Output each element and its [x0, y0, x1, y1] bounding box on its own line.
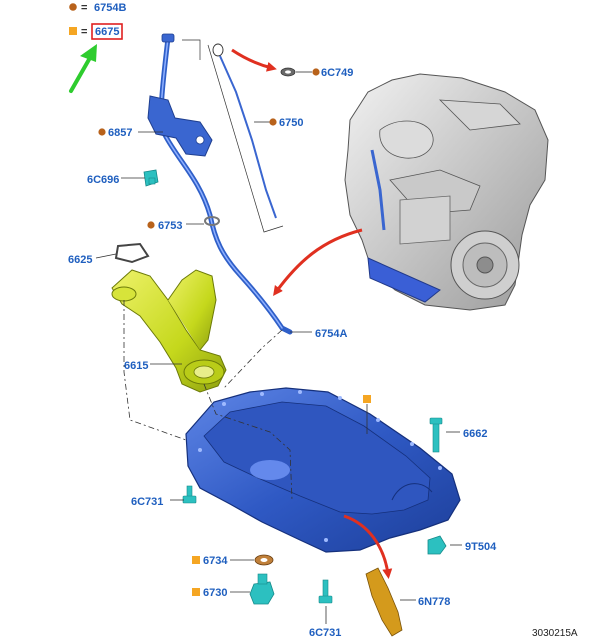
dipstick-bracket	[147, 95, 213, 157]
label-6625: 6625	[68, 254, 92, 266]
sensor-9T504	[427, 535, 447, 555]
label-6730: 6730	[203, 587, 227, 599]
brown-circle-marker-icon	[98, 128, 106, 136]
label-6662: 6662	[463, 428, 487, 440]
highlight-box	[91, 23, 123, 40]
label-6753: 6753	[158, 220, 182, 232]
label-6734: 6734	[203, 555, 228, 567]
label-6C731-left: 6C731	[131, 496, 163, 508]
bolt-6C696	[143, 169, 159, 187]
label-6857: 6857	[108, 127, 132, 139]
brown-circle-marker-icon	[269, 118, 277, 126]
red-curved-arrow-icon	[231, 48, 393, 579]
part-markers	[98, 68, 371, 596]
drain-plug-6730	[249, 573, 275, 605]
baffle-6N778	[365, 567, 403, 637]
legend-equals-2: =	[81, 26, 87, 38]
assembly-lines	[123, 300, 293, 501]
oil-pan	[185, 387, 461, 553]
engine-assembly	[344, 73, 549, 311]
label-6C731-bottom: 6C731	[309, 627, 341, 638]
bolt-6C731-bottom	[318, 579, 333, 604]
brown-circle-marker-icon	[312, 68, 320, 76]
label-6750: 6750	[279, 117, 303, 129]
leader-lines	[95, 71, 462, 624]
stud-6662	[429, 417, 443, 453]
label-6N778: 6N778	[418, 596, 450, 608]
diagram-id: 3030215A	[532, 628, 578, 638]
bolt-6C731-left	[182, 485, 197, 504]
dipstick	[182, 39, 284, 233]
gasket-6625	[114, 242, 150, 264]
orange-square-marker-icon	[192, 588, 200, 596]
label-6C696: 6C696	[87, 174, 119, 186]
seal-6C749	[280, 67, 296, 77]
brown-circle-marker-icon	[147, 221, 155, 229]
o-ring-6753	[204, 216, 220, 226]
part-labels: 6C749 6750 6857 6C696 6753 6625 6754A 66…	[68, 67, 497, 638]
legend-square-part-label: 6675	[95, 26, 119, 38]
label-6C749: 6C749	[321, 67, 353, 79]
label-6754A: 6754A	[315, 328, 347, 340]
label-9T504: 9T504	[465, 541, 497, 553]
orange-square-marker-icon	[69, 27, 77, 35]
green-arrow-icon	[69, 44, 97, 93]
washer-6734	[254, 554, 274, 566]
legend-equals-1: =	[81, 2, 87, 14]
label-6615: 6615	[124, 360, 148, 372]
brown-circle-marker-icon	[69, 3, 77, 11]
legend: = 6754B = 6675	[69, 2, 126, 93]
orange-square-marker-icon	[192, 556, 200, 564]
legend-circle-part-label: 6754B	[94, 2, 126, 14]
oil-pickup-tube	[111, 269, 227, 393]
orange-square-marker-icon	[363, 395, 371, 403]
